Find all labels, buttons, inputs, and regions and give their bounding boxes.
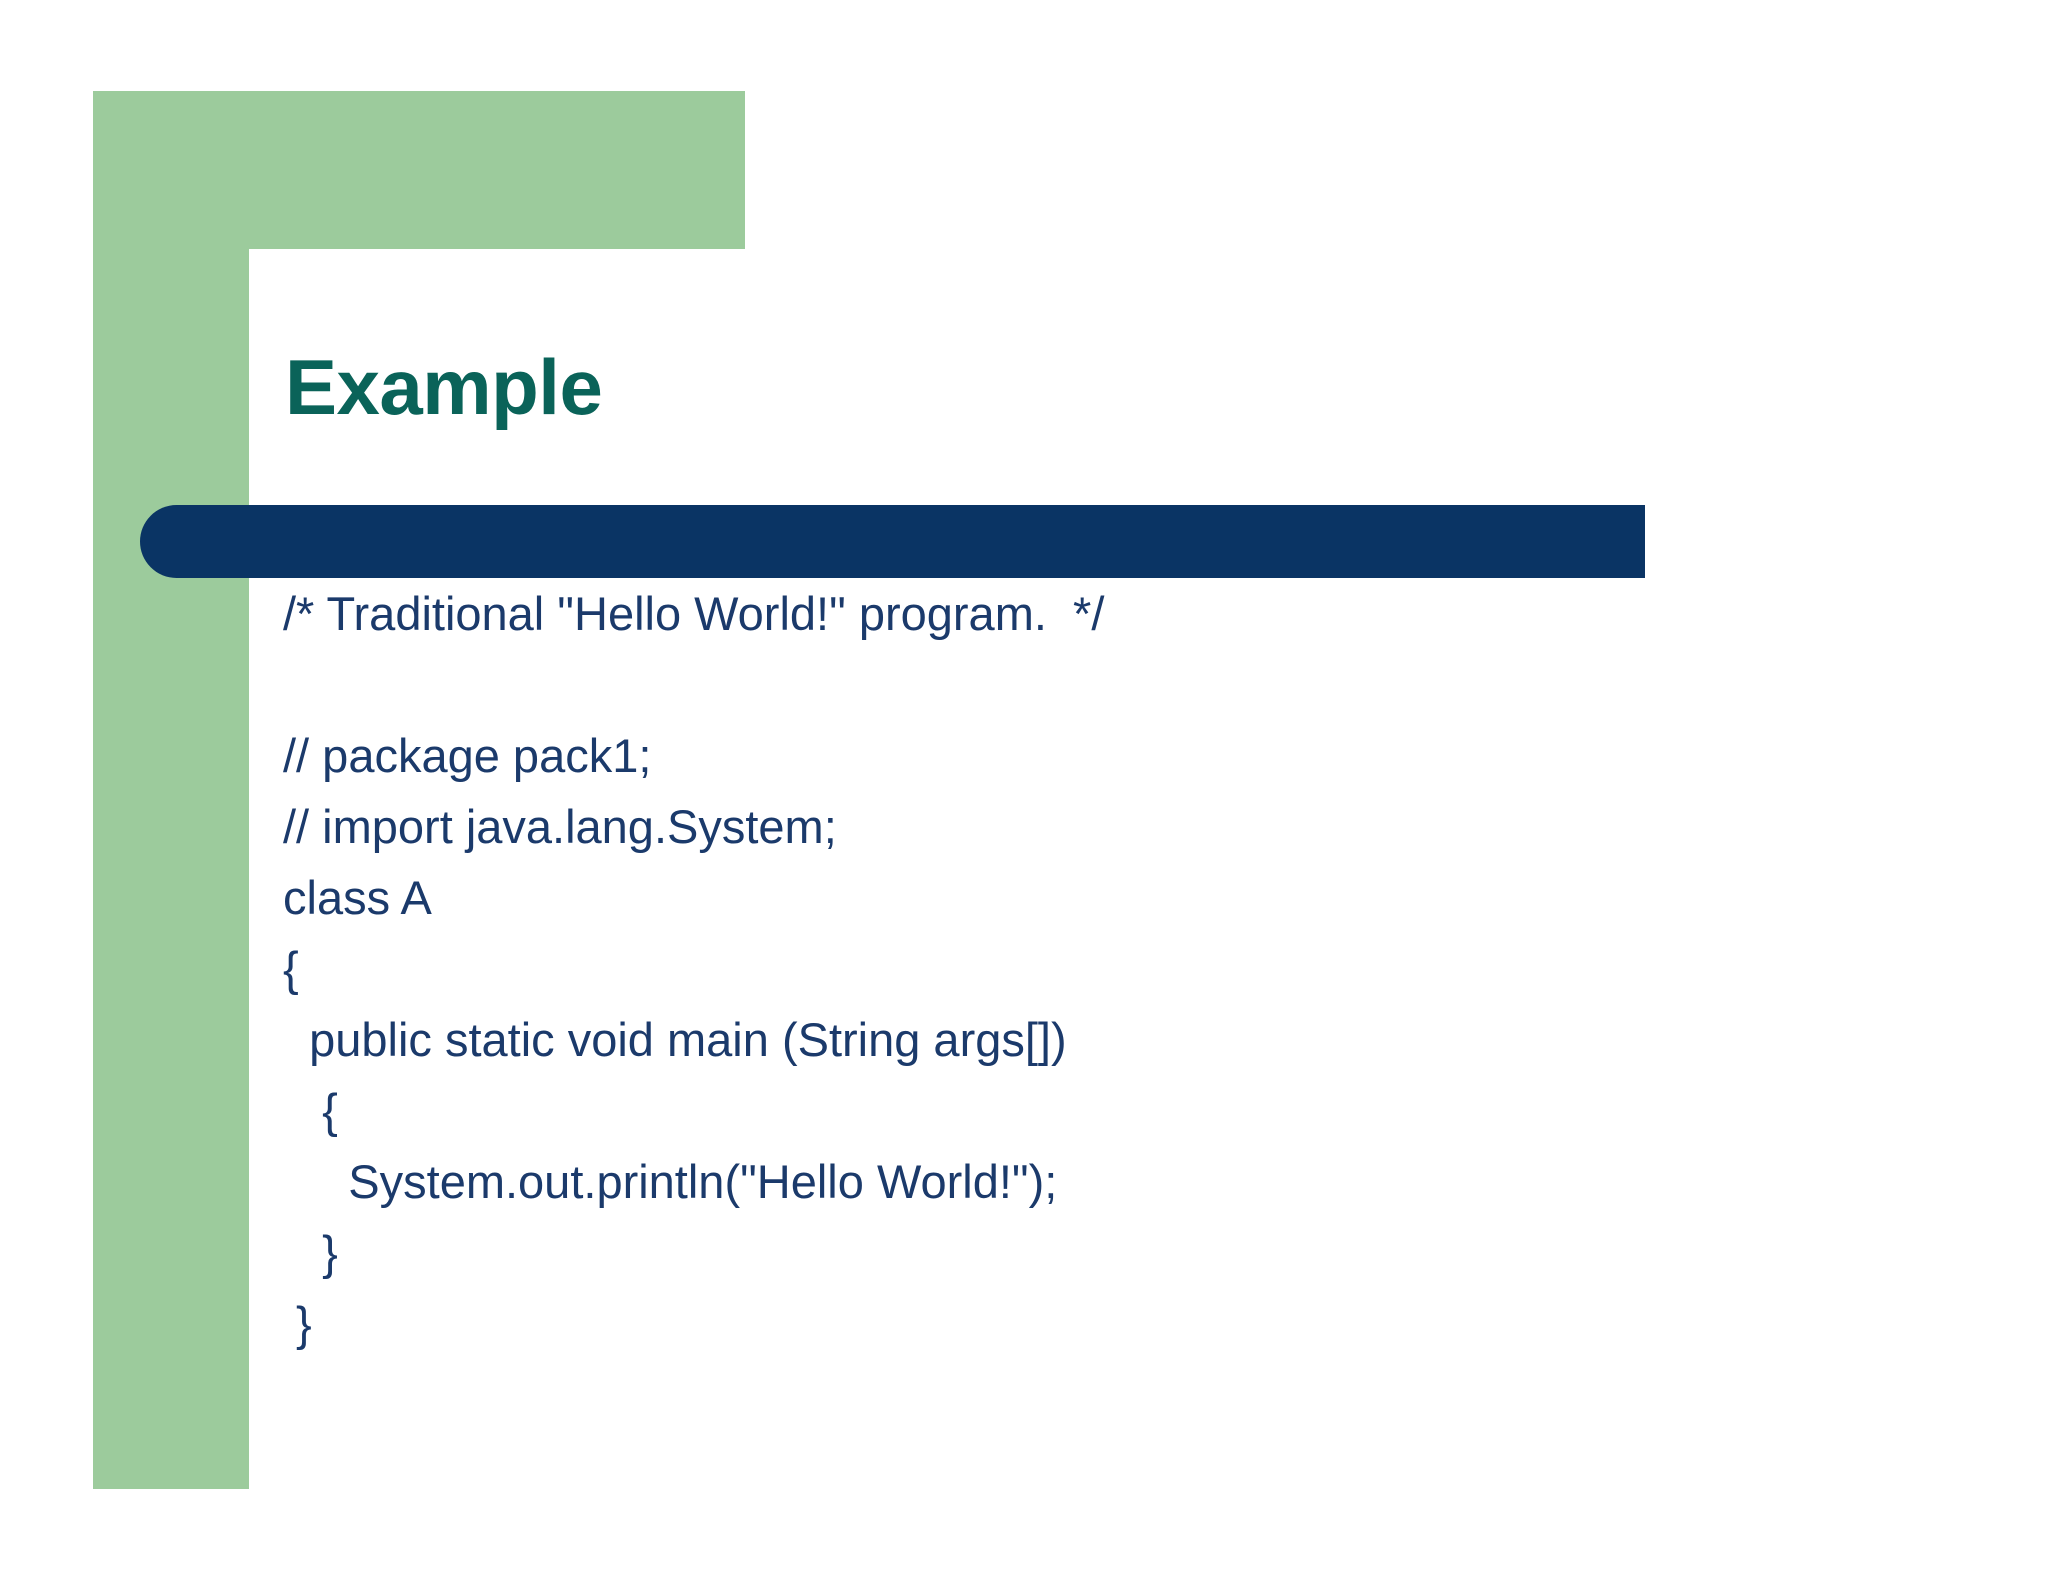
code-line [283,649,1883,720]
page-title: Example [285,343,603,431]
code-line: class A [283,871,432,924]
content-card [249,255,2048,1582]
code-line: // package pack1; [283,729,652,782]
code-line: } [283,1297,312,1350]
code-listing: /* Traditional "Hello World!" program. *… [283,578,1883,1359]
code-line: } [283,1226,338,1279]
code-line: /* Traditional "Hello World!" program. *… [283,587,1105,640]
title-divider-bar [140,505,1645,578]
code-line: public static void main (String args[]) [283,1013,1067,1066]
code-line: { [283,1084,338,1137]
code-line: // import java.lang.System; [283,800,837,853]
code-line: { [283,942,299,995]
decorative-green-left-column [93,91,249,1489]
code-line: System.out.println("Hello World!"); [283,1155,1058,1208]
